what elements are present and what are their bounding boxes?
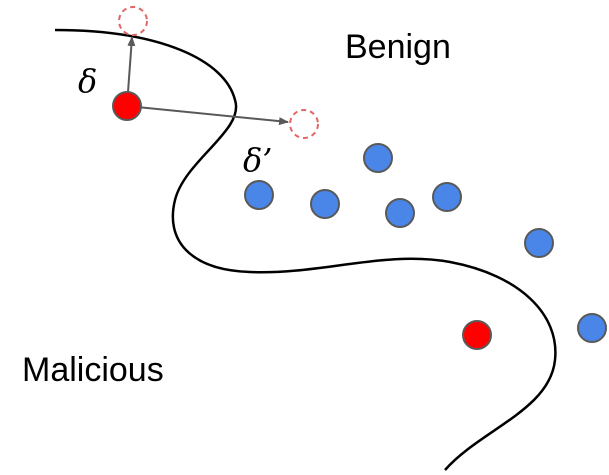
benign-point [432, 182, 462, 212]
delta-prime-label: δ’ [243, 141, 272, 179]
benign-point [385, 198, 415, 228]
benign-point [363, 143, 393, 173]
benign-point [244, 180, 274, 210]
benign-point [524, 228, 554, 258]
perturbed-point-delta-prime [289, 109, 319, 139]
delta-label: δ [78, 62, 97, 100]
benign-point [310, 189, 340, 219]
malicious-point [112, 91, 142, 121]
perturbed-point-delta [118, 6, 148, 36]
delta-prime-arrow [126, 105, 289, 126]
benign-region-label: Benign [345, 28, 451, 66]
benign-point [577, 313, 607, 343]
decision-boundary-curve [54, 28, 557, 471]
malicious-region-label: Malicious [22, 351, 164, 389]
malicious-point [462, 320, 492, 350]
